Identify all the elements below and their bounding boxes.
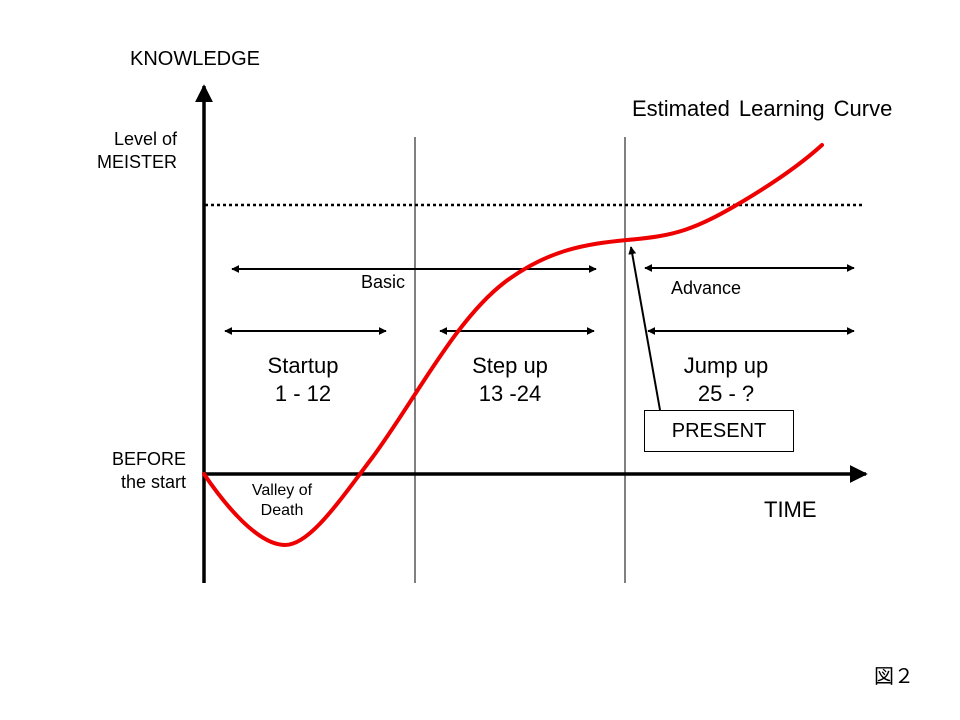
phase-startup-name: Startup <box>267 353 339 378</box>
learning-curve <box>202 143 824 548</box>
curve-title: Estimated Learning Curve <box>632 96 893 121</box>
phase-stepup-name: Step up <box>472 353 548 378</box>
x-axis-label: TIME <box>764 497 817 522</box>
phase-jumpup-name: Jump up <box>683 353 769 378</box>
valley-label-line-1: Valley of <box>251 482 313 499</box>
phase-jumpup-range: 25 - ? <box>697 380 755 406</box>
present-pointer-arrow <box>628 246 661 411</box>
start-label: BEFORE the start <box>80 448 186 493</box>
phase-stepup-range: 13 -24 <box>478 380 542 406</box>
meister-label-line-2: MEISTER <box>96 151 177 172</box>
basic-range-label: Basic <box>361 272 406 292</box>
start-label-line-2: the start <box>120 471 186 492</box>
y-axis-label: KNOWLEDGE <box>130 48 261 70</box>
phase-startup: Startup 1 - 12 <box>243 352 363 407</box>
phase-stepup: Step up 13 -24 <box>450 352 570 407</box>
meister-label: Level of MEISTER <box>80 128 177 173</box>
present-label: PRESENT <box>671 419 767 442</box>
present-marker: PRESENT <box>644 410 794 452</box>
valley-label-line-2: Death <box>260 502 304 519</box>
advance-range-label: Advance <box>671 278 742 298</box>
phase-startup-range: 1 - 12 <box>274 380 332 406</box>
figure-label: 図２ <box>874 666 914 688</box>
valley-of-death-label: Valley of Death <box>232 481 332 521</box>
start-label-line-1: BEFORE <box>111 449 186 469</box>
meister-label-line-1: Level of <box>113 129 177 149</box>
phase-jumpup: Jump up 25 - ? <box>666 352 786 407</box>
